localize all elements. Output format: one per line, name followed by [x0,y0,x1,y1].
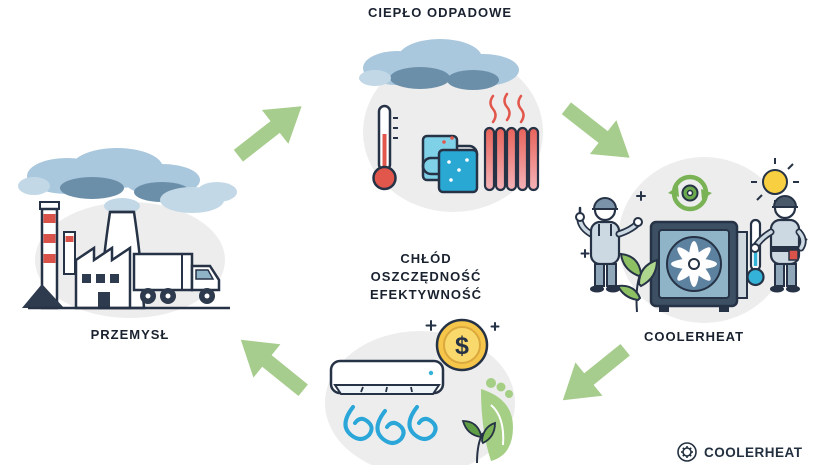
coolerheat-illustration [575,157,808,323]
steam-cloud-icon [359,39,519,90]
label-industry: PRZEMYSŁ [90,327,170,342]
technician-right-icon [750,195,807,293]
radiator-icon [483,92,540,192]
arrow-coolerheat-to-benefits-icon [562,343,630,401]
arrow-benefits-to-industry-icon [240,339,308,397]
eco-footprint-icon [461,378,513,464]
cool-air-swirls-icon [343,405,438,445]
industry-illustration [18,148,237,318]
sparkle-icon [425,320,500,331]
brand-logo: COOLERHEAT [676,441,803,463]
sun-icon [751,158,799,206]
plant-icon [616,252,659,313]
arrow-industry-to-wasteheat-icon [233,106,302,162]
cooling-unit-icon [649,220,748,312]
hot-mugs-icon [421,134,479,194]
factory-building-icon [74,245,132,310]
dollar-coin-icon: $ [435,318,489,372]
arrow-wasteheat-to-coolerheat-icon [561,102,630,158]
dollar-symbol: $ [455,332,469,360]
logo-text: COOLERHEAT [704,444,803,460]
recycle-gear-icon [668,174,712,212]
air-conditioner-icon [329,359,445,395]
technician-left-icon [575,197,643,293]
label-waste-heat: CIEPŁO ODPADOWE [367,5,513,20]
label-benefits-line1: CHŁÓD [400,251,452,266]
label-benefits-line3: EFEKTYWNOŚĆ [369,287,483,302]
smoke-clouds-icon [18,148,237,214]
thermometer-icon [372,104,398,191]
label-benefits: CHŁÓD OSZCZĘDNOŚĆ EFEKTYWNOŚĆ [326,250,526,304]
logo-gear-icon [677,442,697,462]
benefits-illustration: $ [325,318,515,465]
label-coolerheat: COOLERHEAT [643,329,745,344]
waste-heat-illustration [359,39,543,212]
label-benefits-line2: OSZCZĘDNOŚĆ [370,269,482,284]
heat-wave-icon [489,94,497,124]
truck-icon [132,252,221,304]
coal-pile-icon [22,284,64,308]
chimney-icon [39,201,76,310]
